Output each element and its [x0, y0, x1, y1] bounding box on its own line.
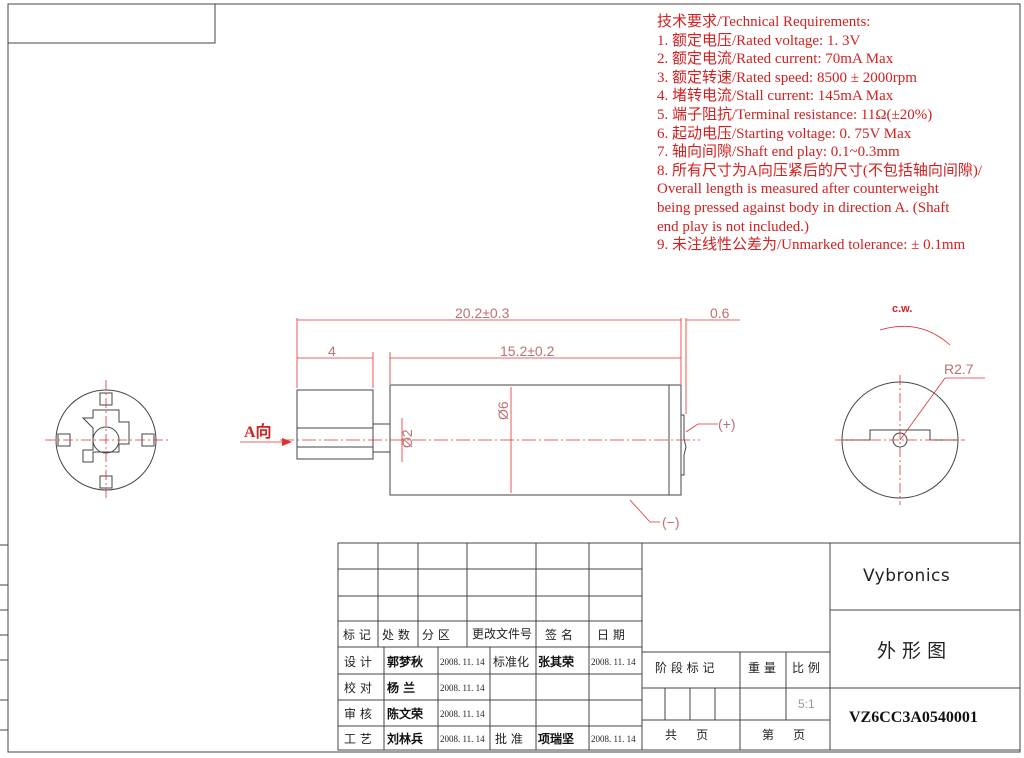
requirement-item: 7. 轴向间隙/Shaft end play: 0.1~0.3mm — [657, 144, 900, 161]
header-date: 日 期 — [597, 628, 625, 642]
requirement-item: 3. 额定转速/Rated speed: 8500 ± 2000rpm — [657, 69, 917, 86]
requirement-item: 4. 堵转电流/Stall current: 145mA Max — [657, 88, 894, 105]
end-view-left — [45, 380, 168, 500]
date: 2008. 11. 14 — [440, 683, 485, 693]
page-label: 第 页 — [762, 728, 805, 742]
name: 杨 兰 — [387, 680, 415, 695]
date: 2008. 11. 14 — [440, 709, 485, 719]
header-zone: 分 区 — [422, 628, 450, 642]
corner-box — [7, 3, 216, 44]
requirement-item: 2. 额定电流/Rated current: 70mA Max — [657, 51, 894, 68]
name: 项瑞坚 — [538, 731, 574, 746]
sheet-border — [7, 3, 1021, 753]
name: 刘林兵 — [387, 731, 423, 746]
dim-shaft-diameter: Ø2 — [399, 429, 415, 448]
title-block-headers: 标 记 处 数 分 区 更改文件号 签 名 日 期 — [343, 626, 625, 642]
total-pages-label: 共 页 — [665, 728, 708, 742]
terminal-minus-label: (−) — [662, 514, 680, 530]
end-view-right — [835, 325, 985, 505]
part-number: VZ6CC3A0540001 — [849, 709, 978, 726]
title-block — [337, 542, 1021, 751]
dim-end-gap: 0.6 — [710, 305, 730, 321]
requirement-item: end play is not included.) — [657, 218, 810, 235]
dim-body-diameter: Ø6 — [495, 401, 511, 420]
requirement-item: 9. 未注线性公差为/Unmarked tolerance: ± 0.1mm — [657, 237, 966, 254]
role: 标准化 — [493, 655, 529, 669]
requirement-item: being pressed against body in direction … — [657, 199, 950, 216]
technical-requirements: 技术要求/Technical Requirements: 1. 额定电压/Rat… — [657, 13, 1017, 255]
role: 校 对 — [344, 680, 372, 695]
requirement-item: 5. 端子阻抗/Terminal resistance: 11Ω(±20%) — [657, 106, 933, 123]
dim-weight-length: 4 — [328, 343, 336, 359]
left-margin-ticks — [0, 544, 8, 731]
counterweight — [296, 389, 374, 460]
header-count: 处 数 — [382, 627, 410, 642]
requirement-item: 6. 起动电压/Starting voltage: 0. 75V Max — [657, 125, 912, 142]
rotation-label: c.w. — [892, 303, 912, 315]
side-view — [240, 318, 740, 523]
name: 郭梦秋 — [387, 654, 424, 669]
stage-label: 阶 段 标 记 — [655, 660, 714, 675]
role: 设 计 — [344, 655, 372, 669]
requirements-title: 技术要求/Technical Requirements: — [657, 14, 871, 30]
requirement-item: Overall length is measured after counter… — [657, 181, 939, 198]
name: 陈文荣 — [387, 706, 424, 721]
header-signature: 签 名 — [545, 627, 573, 642]
drawing-title: 外 形 图 — [877, 640, 946, 662]
company-logo: Vybronics — [863, 566, 950, 586]
terminal-plus-label: (+) — [718, 416, 736, 432]
dim-overall: 20.2±0.3 — [455, 305, 510, 321]
weight-label: 重 量 — [748, 661, 776, 675]
scale-value: 5:1 — [798, 697, 815, 711]
role: 批 准 — [495, 731, 523, 746]
date: 2008. 11. 14 — [591, 657, 636, 667]
name: 张其荣 — [538, 654, 575, 669]
requirement-item: 1. 额定电压/Rated voltage: 1. 3V — [657, 32, 861, 49]
role: 工 艺 — [344, 732, 372, 746]
header-change-doc: 更改文件号 — [472, 626, 532, 641]
title-block-rows: 设 计 郭梦秋 2008. 11. 14 标准化 张其荣 2008. 11. 1… — [344, 654, 636, 746]
header-mark: 标 记 — [343, 628, 371, 642]
radius-label: R2.7 — [944, 361, 974, 377]
date: 2008. 11. 14 — [591, 734, 636, 744]
dim-body-length: 15.2±0.2 — [500, 343, 555, 359]
date: 2008. 11. 14 — [440, 734, 485, 744]
scale-label: 比 例 — [792, 661, 820, 675]
date: 2008. 11. 14 — [440, 657, 485, 667]
role: 审 核 — [344, 706, 372, 721]
requirement-item: 8. 所有尺寸为A向压紧后的尺寸(不包括轴向间隙)/ — [657, 162, 982, 179]
direction-a-label: A向 — [244, 422, 272, 441]
